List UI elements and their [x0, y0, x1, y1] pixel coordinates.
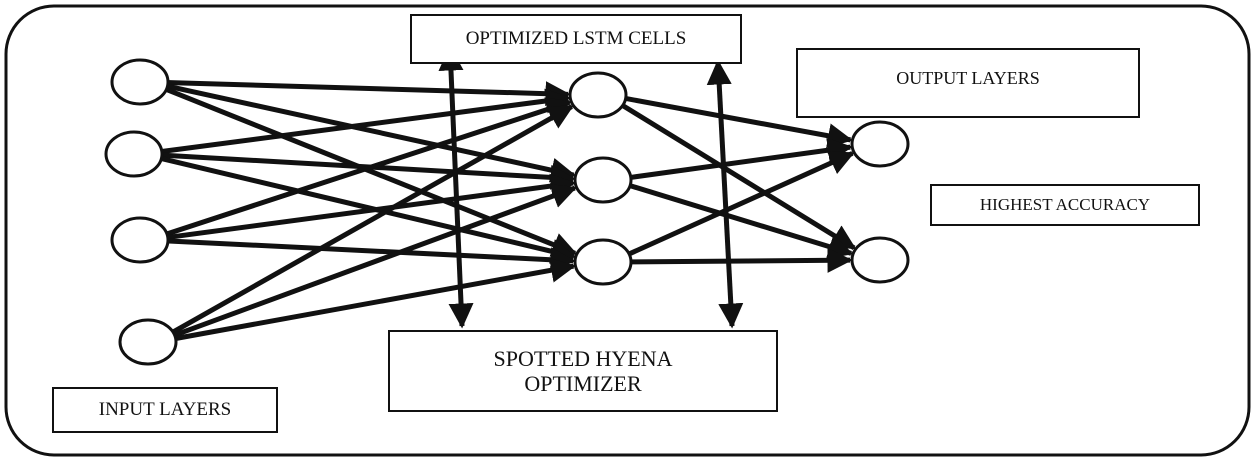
connection-arrow [164, 97, 572, 237]
connection-arrow [163, 86, 578, 257]
connection-arrow [165, 173, 576, 241]
spotted-hyena-optimizer-label: SPOTTED HYENA OPTIMIZER [388, 330, 778, 412]
optimizer-double-arrow [706, 59, 744, 329]
connection-arrow [165, 80, 571, 107]
connection-arrow [158, 155, 577, 264]
connection-arrow [173, 257, 576, 342]
optimized-lstm-cells-label: OPTIMIZED LSTM CELLS [410, 14, 742, 64]
input-node [104, 130, 164, 178]
input-node [110, 216, 170, 264]
output-node [850, 120, 910, 168]
hidden-node [573, 156, 633, 204]
optimizer-double-arrow [438, 45, 474, 329]
input-node [118, 318, 178, 366]
connection-arrow [164, 83, 577, 183]
connection-arrow [165, 238, 576, 273]
output-node [850, 236, 910, 284]
hidden-node [573, 238, 633, 286]
optimizer-arrows [438, 45, 744, 329]
hidden-node [568, 71, 628, 119]
connection-arrow [159, 88, 571, 155]
output-layers-label: OUTPUT LAYERS [796, 48, 1140, 118]
connection-arrow [171, 184, 578, 339]
input-layers-label: INPUT LAYERS [52, 387, 278, 433]
input-node [110, 58, 170, 106]
connection-arrow [628, 247, 853, 273]
connection-arrow [169, 104, 574, 336]
neuron-nodes [104, 58, 910, 366]
highest-accuracy-label: HIGHEST ACCURACY [930, 184, 1200, 226]
